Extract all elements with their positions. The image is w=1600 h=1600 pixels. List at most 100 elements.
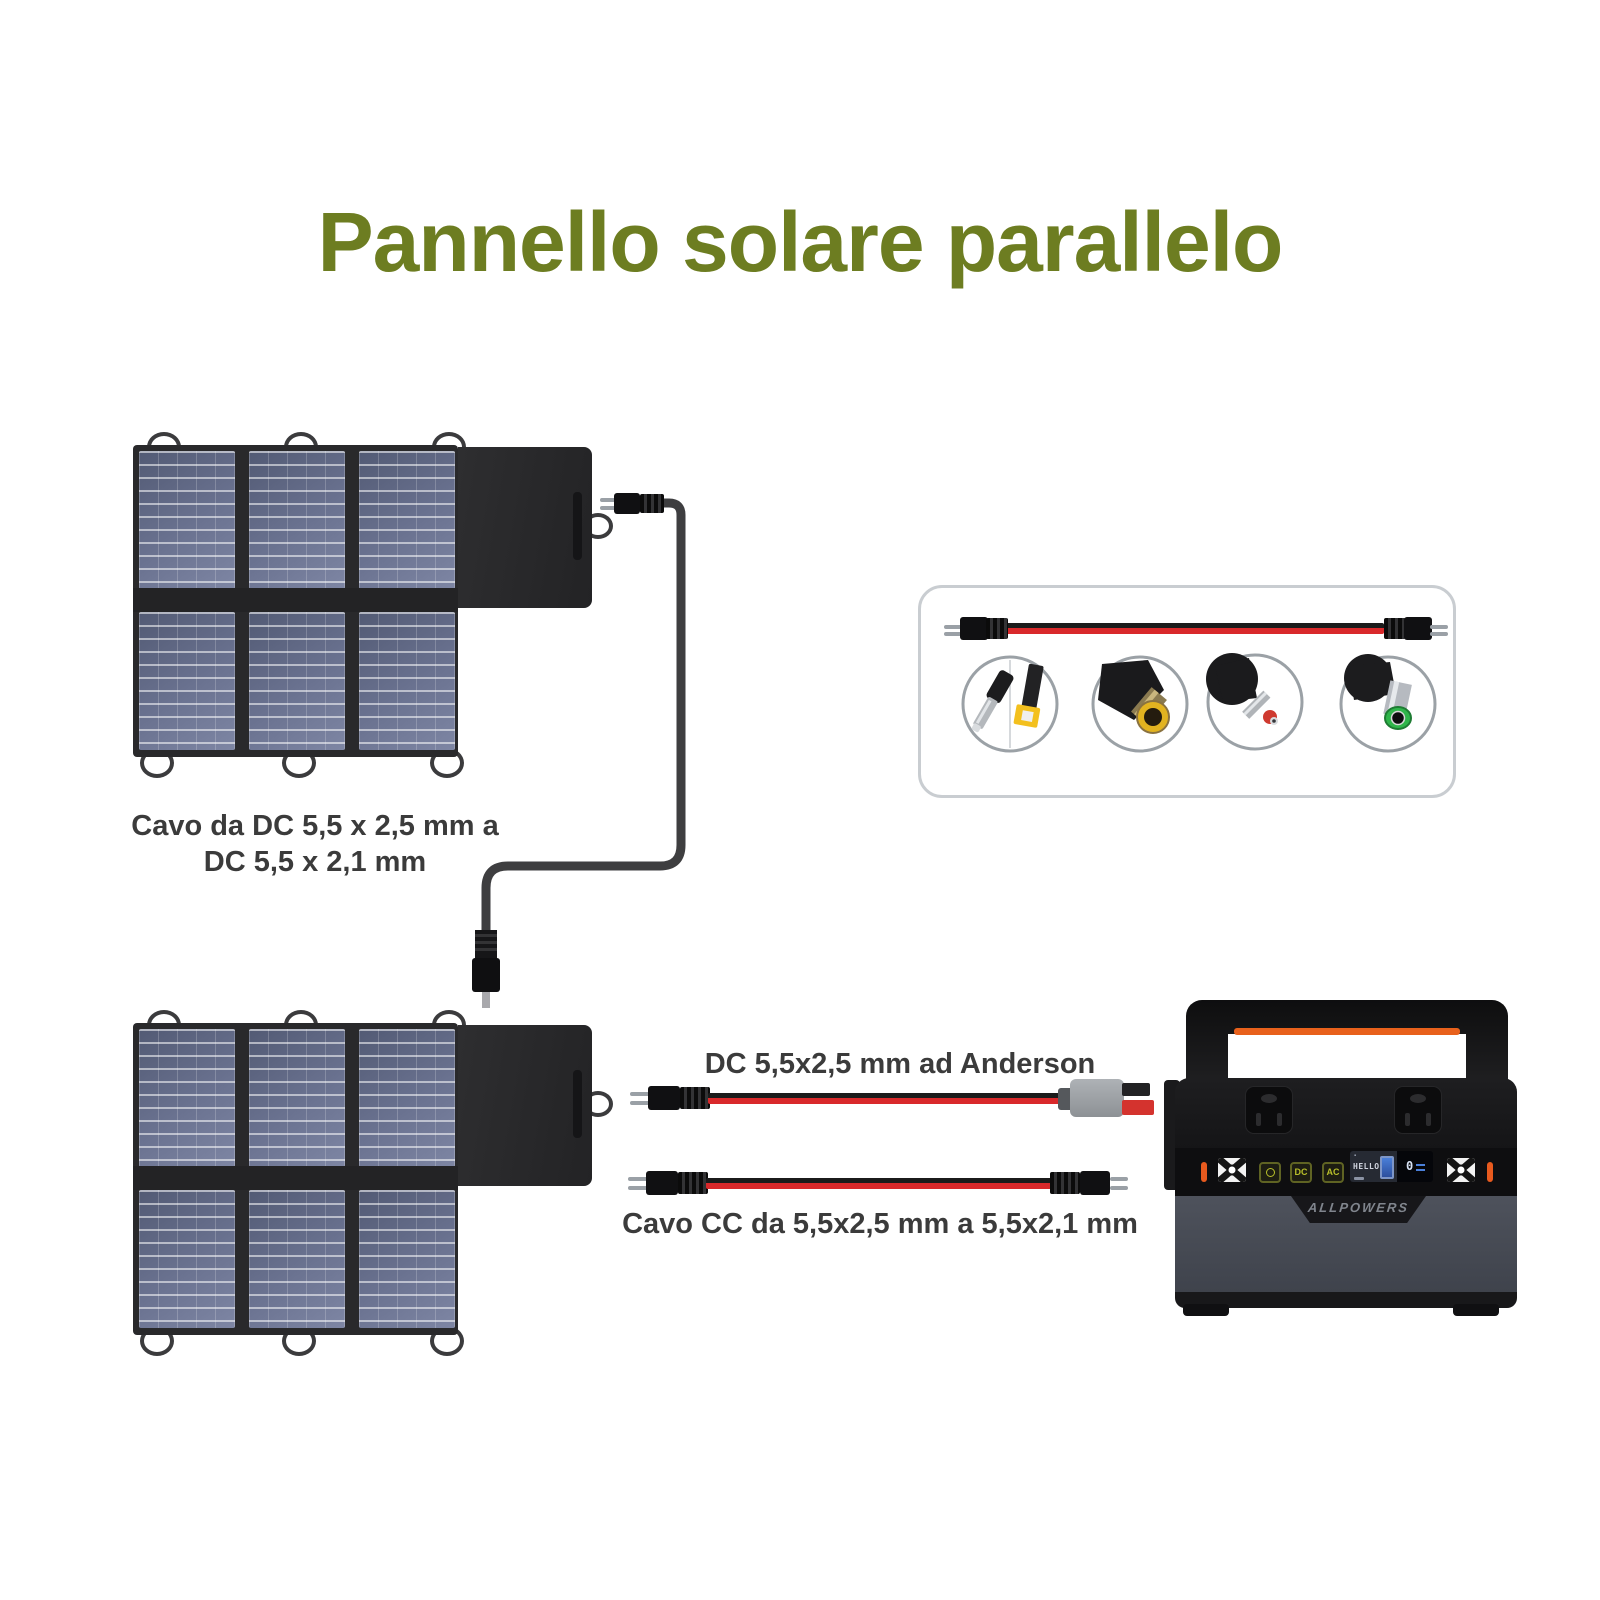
solar-cell [139, 1190, 235, 1328]
solar-cell [139, 1029, 235, 1167]
dc-plug-prong [944, 632, 964, 636]
dc-plug-barrel [960, 617, 988, 640]
dc-plug-strain-relief [640, 494, 664, 513]
panel-fabric [133, 445, 458, 757]
dc-plug-barrel [614, 493, 640, 514]
panel-fabric [133, 1023, 458, 1335]
outlet-slot [1405, 1113, 1410, 1126]
dc-plug-prong [628, 1186, 648, 1190]
dc-plug-prong [1430, 632, 1448, 636]
solar-cell [359, 451, 455, 589]
lcd-left-zone: ▪ HELLO [1350, 1151, 1397, 1182]
handle-orange-accent [1234, 1028, 1460, 1035]
dc-plug-strain-relief [680, 1087, 710, 1109]
solar-panel-top [133, 432, 664, 778]
power-button [1259, 1162, 1281, 1183]
flap-pocket [458, 1025, 592, 1186]
dc-plug-prong [1110, 1186, 1128, 1190]
page-title: Pannello solare parallelo [317, 195, 1284, 289]
zipper [573, 1070, 582, 1138]
brand-logo: ALLPOWERS [1307, 1200, 1410, 1215]
lcd-dash [1416, 1169, 1425, 1171]
anderson-black-tab [1122, 1083, 1150, 1096]
dc-plug-strain-relief [1050, 1172, 1080, 1194]
solar-cell [359, 1029, 455, 1167]
outlet-slot [1256, 1113, 1261, 1126]
ac-outlet [1245, 1086, 1293, 1134]
outlet-ground-hole [1261, 1094, 1277, 1103]
ac-outlet [1394, 1086, 1442, 1134]
dc-button: DC [1290, 1162, 1312, 1183]
tip-slim-barrel-and-square-icon [961, 655, 1059, 753]
brand-plate: ALLPOWERS [1291, 1196, 1426, 1223]
flashlight-panel-icon [1218, 1158, 1246, 1182]
power-station-foot [1453, 1304, 1499, 1316]
fold-strip [133, 588, 458, 612]
power-station-foot [1183, 1304, 1229, 1316]
dc-plug-prong [944, 625, 964, 629]
dc-plug-strain-relief [678, 1172, 708, 1194]
outlet-slot [1426, 1113, 1431, 1126]
zipper [573, 492, 582, 560]
solar-cell [249, 612, 345, 750]
solar-cell [139, 451, 235, 589]
dc-plug-barrel [472, 958, 500, 992]
tip-barrel-yellow-ring-icon [1091, 655, 1189, 753]
lcd-status-dot: ▪ [1354, 1153, 1357, 1159]
dc-plug-prong [1110, 1177, 1128, 1181]
handle-opening [1228, 1034, 1466, 1078]
cable-line [481, 498, 686, 932]
dc-plug-barrel [646, 1171, 678, 1195]
solar-panel-bottom [133, 1010, 613, 1356]
dc-plug-prong [1430, 625, 1448, 629]
dc-cable-label: Cavo CC da 5,5x2,5 mm a 5,5x2,1 mm [622, 1208, 1138, 1240]
tip-barrel-red-ring-icon [1206, 653, 1304, 751]
lcd-dash [1416, 1164, 1425, 1166]
solar-cell [359, 612, 455, 750]
power-station-base [1175, 1292, 1517, 1308]
anderson-cable-label: DC 5,5x2,5 mm ad Anderson [704, 1048, 1096, 1080]
fold-strip [133, 1166, 458, 1190]
panel-link-cable-label: Cavo da DC 5,5 x 2,5 mm a DC 5,5 x 2,1 m… [120, 808, 510, 880]
dc-plug-barrel [648, 1086, 680, 1110]
battery-icon [1380, 1156, 1394, 1179]
power-station: DC AC ▪ HELLO 0 ALLP [1164, 1000, 1518, 1318]
dc-plug-vertical [472, 930, 500, 1008]
solar-cell [359, 1190, 455, 1328]
solar-cell [139, 612, 235, 750]
dc-plug-barrel [1080, 1171, 1110, 1195]
power-icon [1266, 1168, 1275, 1177]
dc-plug-strain-relief [986, 618, 1008, 639]
dc-plug-prong [628, 1177, 648, 1181]
flashlight-panel-icon [1447, 1158, 1475, 1182]
control-strip: DC AC ▪ HELLO 0 [1175, 1148, 1517, 1196]
orange-led-bar [1201, 1162, 1207, 1182]
flap-pocket [458, 447, 592, 608]
anderson-cable-wire [708, 1093, 1072, 1104]
dc-plug-strain-relief [1384, 618, 1406, 639]
orange-led-bar [1487, 1162, 1493, 1182]
lcd-display: ▪ HELLO 0 [1350, 1151, 1433, 1182]
solar-cell [249, 1029, 345, 1167]
power-station-body: ALLPOWERS [1175, 1196, 1517, 1292]
lcd-value: 0 [1406, 1159, 1414, 1173]
outlet-slot [1277, 1113, 1282, 1126]
dc-plug-prong [600, 506, 616, 510]
box-red-cable [1006, 623, 1384, 634]
anderson-red-tab [1122, 1100, 1154, 1115]
lcd-text: HELLO [1353, 1162, 1380, 1171]
anderson-connector [1070, 1079, 1124, 1117]
panel-link-cable-label-line2: DC 5,5 x 2,1 mm [203, 846, 427, 878]
dc-plug-prong [630, 1092, 650, 1096]
dc-plug-barrel [1404, 617, 1432, 640]
dc-plug-prong [630, 1101, 650, 1105]
solar-cell [249, 1190, 345, 1328]
outlet-ground-hole [1410, 1094, 1426, 1103]
panel-link-cable-label-line1: Cavo da DC 5,5 x 2,5 mm a [131, 810, 499, 842]
ac-button: AC [1322, 1162, 1344, 1183]
solar-cell [249, 451, 345, 589]
lcd-small-bar [1354, 1177, 1364, 1180]
dc-plug-prong [600, 498, 616, 502]
